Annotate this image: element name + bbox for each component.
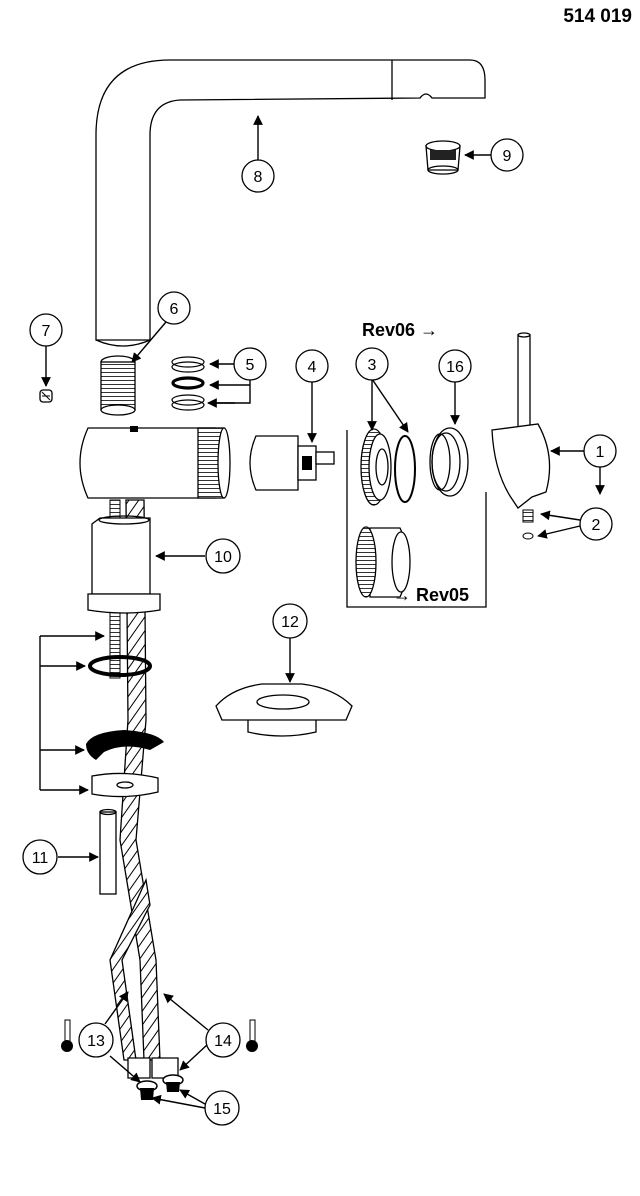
fixing-set <box>86 655 164 895</box>
callout-5-label: 5 <box>246 357 255 374</box>
callout-1: 1 <box>583 434 617 468</box>
connectors <box>61 1019 258 1100</box>
callout-16-label: 16 <box>446 359 464 376</box>
callout-15-label: 15 <box>213 1101 231 1118</box>
callout-10: 10 <box>205 538 241 574</box>
aerator <box>425 140 461 175</box>
grub-screw <box>39 389 53 403</box>
callout-9: 9 <box>490 138 524 172</box>
callout-1-label: 1 <box>596 444 605 461</box>
tap-body <box>79 426 231 499</box>
cover-ring <box>429 427 469 497</box>
callout-4-label: 4 <box>308 359 317 376</box>
cartridge <box>249 435 335 491</box>
callout-12-label: 12 <box>281 614 299 631</box>
o-rings <box>171 356 205 411</box>
callout-6-label: 6 <box>170 301 179 318</box>
callout-3-label: 3 <box>368 357 377 374</box>
callout-10-label: 10 <box>214 549 232 566</box>
callout-13: 13 <box>78 1022 114 1058</box>
set-screws <box>522 509 534 540</box>
callout-11-label: 11 <box>32 850 49 867</box>
callout-9-label: 9 <box>503 148 512 165</box>
rev06-label: Rev06 → <box>362 320 438 340</box>
callout-14: 14 <box>205 1022 241 1058</box>
callout-14-label: 14 <box>214 1033 232 1050</box>
callout-12: 12 <box>272 603 308 639</box>
callout-2-label: 2 <box>592 517 601 534</box>
spout <box>95 59 486 347</box>
callout-2: 2 <box>579 507 613 541</box>
callout-8-label: 8 <box>254 169 263 186</box>
collar-nut-rev06 <box>360 428 416 506</box>
callout-15: 15 <box>204 1090 240 1126</box>
callout-7-label: 7 <box>42 323 51 340</box>
part-number: 514 019 <box>563 6 632 27</box>
callout-16: 16 <box>438 349 472 383</box>
callout-3: 3 <box>355 347 389 381</box>
callout-13-label: 13 <box>87 1033 105 1050</box>
mounting-sleeve <box>87 515 161 614</box>
leader-lines <box>39 115 605 1109</box>
threaded-nipple <box>100 355 136 416</box>
collar-nut-rev05 <box>355 526 411 598</box>
callout-5: 5 <box>233 347 267 381</box>
callout-4: 4 <box>295 349 329 383</box>
callout-6: 6 <box>157 291 191 325</box>
callout-7: 7 <box>29 313 63 347</box>
revision-box <box>346 430 487 608</box>
callout-8: 8 <box>241 159 275 193</box>
lever-handle <box>491 332 551 509</box>
rev05-label: → Rev05 <box>393 585 469 605</box>
base-plate <box>215 683 353 737</box>
callout-11: 11 <box>22 839 58 875</box>
